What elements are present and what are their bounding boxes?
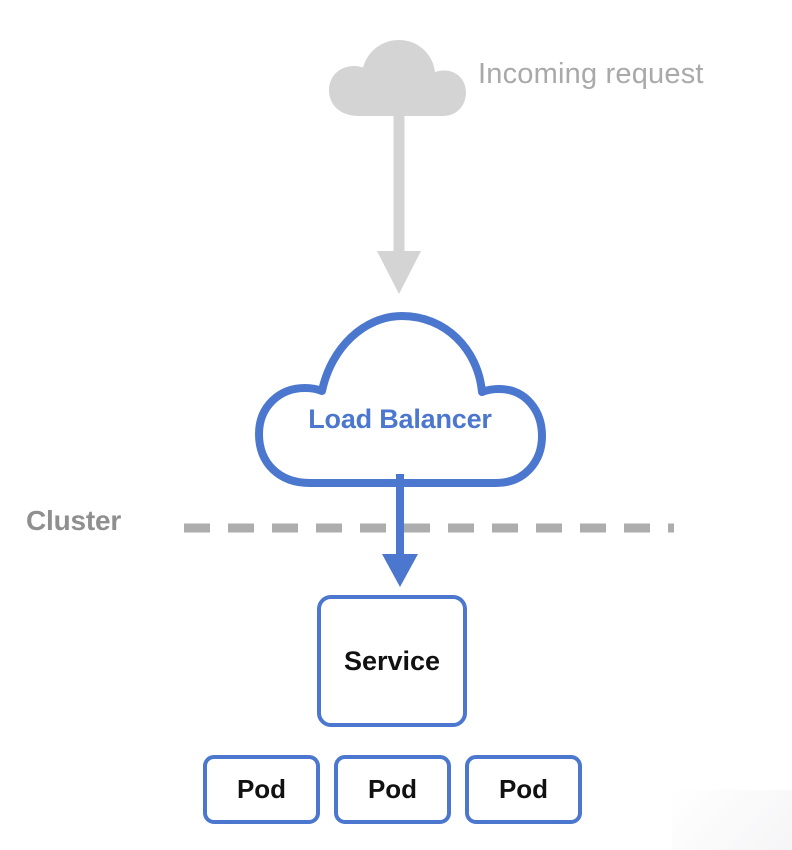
connector-loadbalancer-to-service: [372, 474, 428, 590]
dashed-line-icon: [184, 523, 674, 533]
cloud-outline-icon: [255, 312, 546, 487]
pod-node-2[interactable]: Pod: [334, 755, 451, 824]
incoming-request-cloud-icon: [326, 38, 468, 118]
arrow-down-icon: [377, 112, 421, 294]
cloud-filled-icon: [329, 40, 466, 116]
arrow-down-icon: [382, 474, 418, 587]
connector-incoming-to-loadbalancer: [368, 112, 430, 297]
corner-gradient-decoration: [672, 790, 792, 850]
incoming-request-label: Incoming request: [478, 58, 704, 90]
pod-node-3[interactable]: Pod: [465, 755, 582, 824]
pod-node-1[interactable]: Pod: [203, 755, 320, 824]
cluster-boundary-label: Cluster: [26, 505, 122, 536]
service-node[interactable]: Service: [317, 595, 467, 727]
cluster-boundary-dashed-line: [184, 520, 674, 536]
load-balancer-cloud-icon[interactable]: [250, 303, 550, 491]
load-balancer-label: Load Balancer: [308, 404, 492, 434]
